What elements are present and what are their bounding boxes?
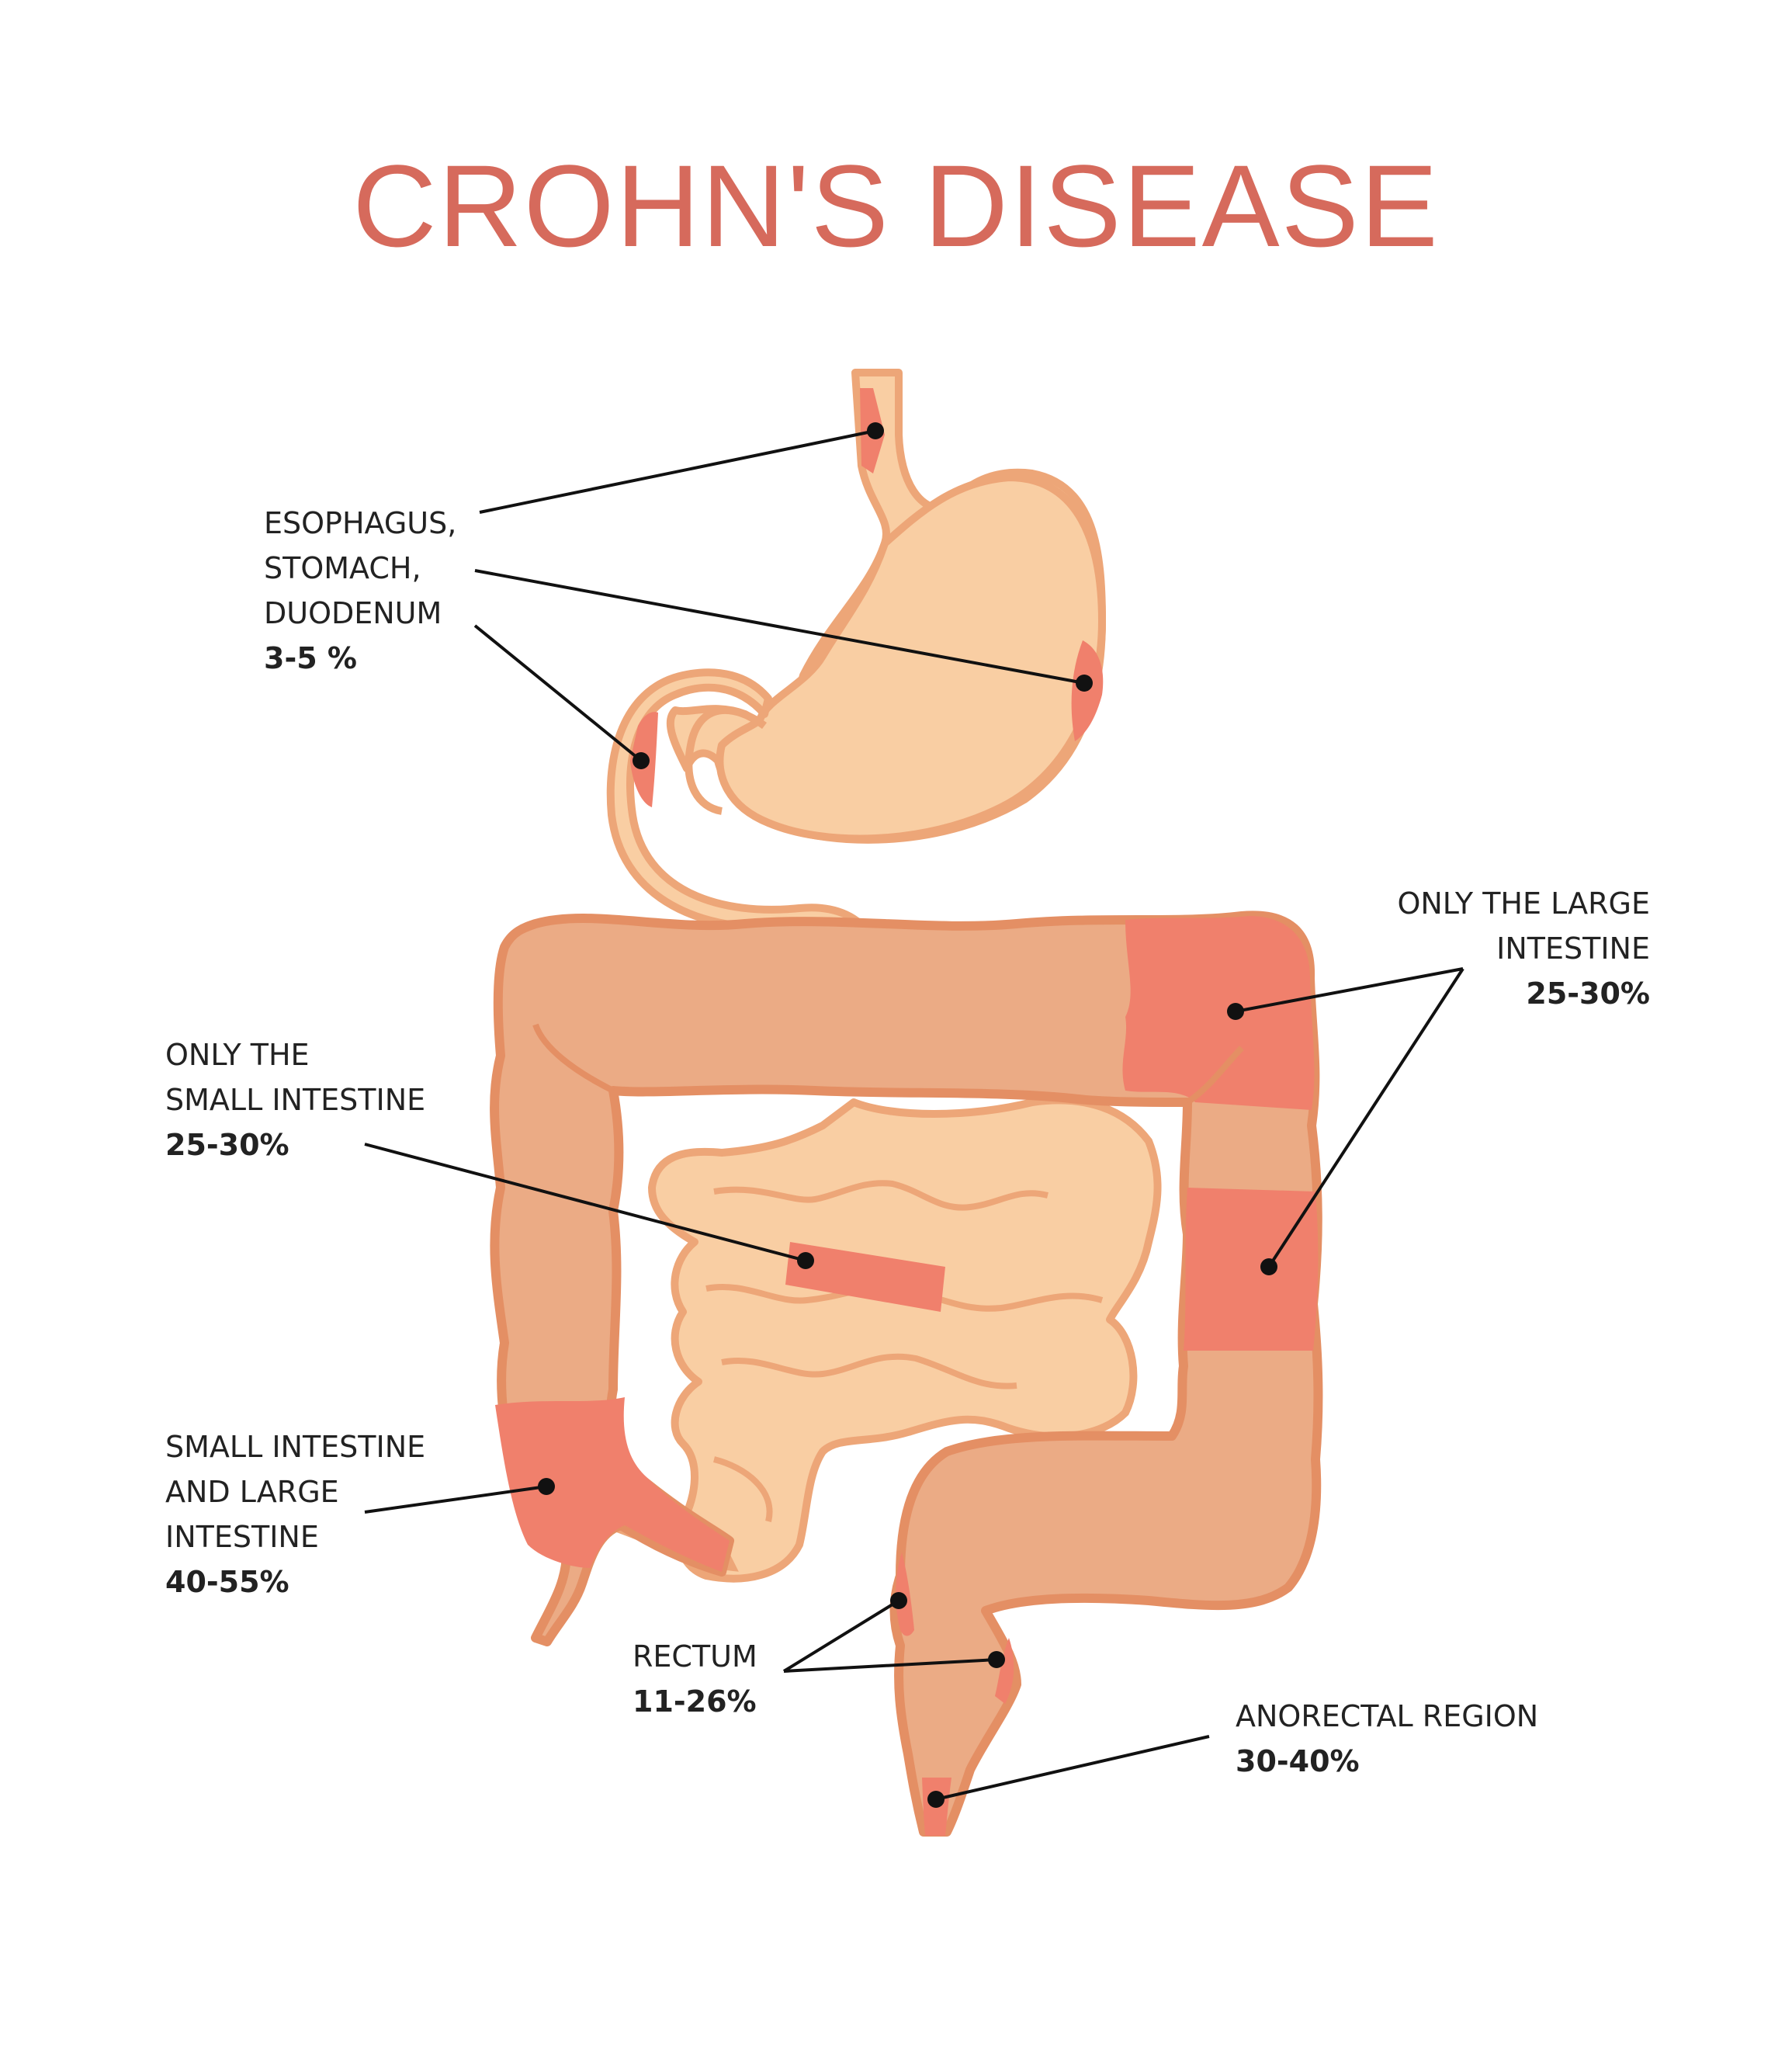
leader-rectum-2 <box>783 1658 997 1673</box>
label-small-intestine-line-2: SMALL INTESTINE <box>165 1083 426 1117</box>
dot-descending-colon <box>1260 1258 1277 1275</box>
leader-upper-gi-duodenum <box>473 624 643 762</box>
dot-rectum-right <box>988 1651 1005 1668</box>
hepatic-flexure-inflamed <box>1122 916 1315 1110</box>
small-intestine-fold-4 <box>712 1456 773 1522</box>
label-small-intestine: ONLY THE SMALL INTESTINE 25-30% <box>165 1032 425 1167</box>
small-intestine-body <box>648 1096 1162 1583</box>
dot-cecum <box>538 1478 555 1495</box>
leader-anorectal <box>935 1735 1210 1801</box>
label-anorectal-line-1: ANORECTAL REGION <box>1236 1699 1539 1733</box>
label-anorectal-pct: 30-40% <box>1236 1744 1360 1778</box>
label-rectum: RECTUM 11-26% <box>633 1634 757 1724</box>
leader-large-intestine-1 <box>1235 967 1464 1013</box>
leader-lines <box>364 429 1464 1801</box>
label-large-intestine-pct: 25-30% <box>1526 976 1650 1011</box>
label-rectum-line-1: RECTUM <box>633 1639 757 1674</box>
dot-anus <box>927 1791 945 1808</box>
leader-small-and-large <box>364 1485 547 1514</box>
label-large-intestine-line-1: ONLY THE LARGE <box>1397 886 1650 921</box>
leader-upper-gi-stomach <box>474 569 1085 685</box>
cecum-inflamed <box>495 1397 730 1572</box>
label-small-and-large: SMALL INTESTINE AND LARGE INTESTINE 40-5… <box>165 1424 425 1604</box>
label-small-intestine-pct: 25-30% <box>165 1128 289 1162</box>
label-large-intestine: ONLY THE LARGE INTESTINE 25-30% <box>1397 881 1650 1016</box>
label-upper-gi: ESOPHAGUS, STOMACH, DUODENUM 3-5 % <box>264 501 456 681</box>
label-small-and-large-pct: 40-55% <box>165 1565 289 1599</box>
dot-duodenum <box>633 752 650 769</box>
dot-esophagus <box>867 422 884 439</box>
label-rectum-pct: 11-26% <box>633 1684 757 1719</box>
diagram-title: CROHN'S DISEASE <box>352 140 1440 271</box>
label-small-and-large-line-1: SMALL INTESTINE <box>165 1430 426 1464</box>
label-small-and-large-line-3: INTESTINE <box>165 1520 319 1554</box>
leader-large-intestine-2 <box>1267 967 1464 1268</box>
rectum-inflamed-right <box>995 1638 1014 1704</box>
dot-rectum-left <box>890 1592 907 1609</box>
dot-hepatic-flexure <box>1227 1003 1244 1020</box>
small-intestine-fold-1 <box>713 1180 1049 1211</box>
stomach-group <box>606 369 1106 947</box>
descending-colon-inflamed <box>1184 1188 1319 1351</box>
label-upper-gi-line-1: ESOPHAGUS, <box>264 506 457 540</box>
leader-rectum-1 <box>782 1599 900 1673</box>
leader-small-intestine <box>364 1143 806 1262</box>
stomach-body <box>716 474 1106 843</box>
colon-inner-edge <box>532 1023 1244 1105</box>
label-upper-gi-line-2: STOMACH, <box>264 551 421 585</box>
small-intestine-inflamed-segment <box>785 1242 945 1312</box>
label-upper-gi-pct: 3-5 % <box>264 641 357 675</box>
label-upper-gi-line-3: DUODENUM <box>264 596 442 630</box>
leader-upper-gi-esophagus <box>479 429 876 514</box>
label-small-intestine-line-1: ONLY THE <box>165 1038 310 1072</box>
dot-small-intestine <box>797 1252 814 1269</box>
marker-dots <box>538 422 1277 1808</box>
label-anorectal: ANORECTAL REGION 30-40% <box>1236 1694 1538 1784</box>
label-small-and-large-line-2: AND LARGE <box>165 1475 339 1509</box>
small-intestine-fold-3 <box>721 1353 1017 1389</box>
dot-stomach <box>1076 675 1093 692</box>
rectum-inflamed-left <box>896 1552 914 1636</box>
label-large-intestine-line-2: INTESTINE <box>1496 931 1650 966</box>
duodenum-tube <box>685 706 767 815</box>
